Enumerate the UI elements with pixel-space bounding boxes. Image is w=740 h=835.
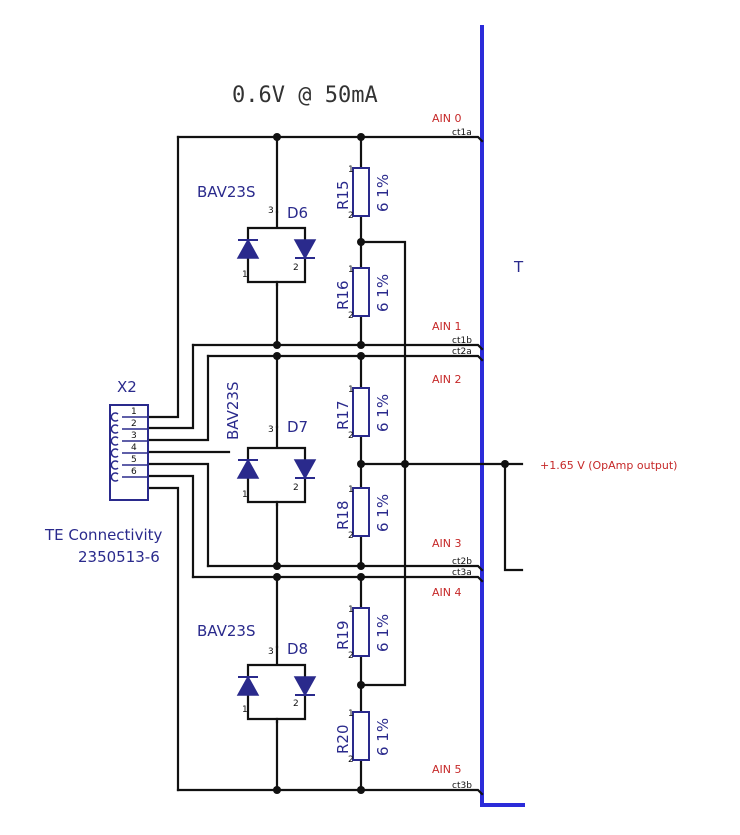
resistor-ref: R16 xyxy=(334,280,352,310)
diode-pin: 2 xyxy=(293,263,299,273)
diode-pin: 1 xyxy=(242,705,248,715)
pin-label: 3 xyxy=(131,431,137,441)
diode-ref: D7 xyxy=(287,418,308,436)
wiring xyxy=(146,135,524,796)
ain-annotation: AIN 0 xyxy=(432,112,462,125)
resistor-pin: 2 xyxy=(348,211,354,221)
resistor-pin: 1 xyxy=(348,385,354,395)
pin-label: 2 xyxy=(131,419,137,429)
resistor-r16 xyxy=(352,267,370,317)
resistor-pin: 2 xyxy=(348,651,354,661)
diode-type: BAV23S xyxy=(197,622,255,640)
diode-type: BAV23S xyxy=(197,183,255,201)
pin-label: 4 xyxy=(131,443,137,453)
connector-ref: X2 xyxy=(117,378,137,396)
net-label: ct2a xyxy=(452,347,472,357)
resistor-pin: 1 xyxy=(348,709,354,719)
pin-label: 5 xyxy=(131,455,137,465)
opamp-annotation: +1.65 V (OpAmp output) xyxy=(540,459,677,472)
ain-annotation: AIN 2 xyxy=(432,373,462,386)
diode-pin: 2 xyxy=(293,483,299,493)
sheet-ref-label: T xyxy=(513,258,524,276)
resistor-r19 xyxy=(352,607,370,657)
pin-label: 1 xyxy=(131,407,137,417)
resistor-value: 6 1% xyxy=(374,614,392,652)
resistor-r20 xyxy=(352,711,370,761)
net-label: ct2b xyxy=(452,557,472,567)
resistor-pin: 2 xyxy=(348,311,354,321)
resistor-value: 6 1% xyxy=(374,718,392,756)
diode-pin: 3 xyxy=(268,647,274,657)
diode-ref: D6 xyxy=(287,204,308,222)
resistor-value: 6 1% xyxy=(374,174,392,212)
resistor-ref: R15 xyxy=(334,180,352,210)
resistor-pin: 1 xyxy=(348,265,354,275)
resistor-ref: R17 xyxy=(334,400,352,430)
resistor-pin: 2 xyxy=(348,431,354,441)
resistor-pin: 1 xyxy=(348,165,354,175)
pin-label: 6 xyxy=(131,467,137,477)
ain-annotation: AIN 3 xyxy=(432,537,462,550)
diode-d7 xyxy=(236,425,317,507)
diode-ref: D8 xyxy=(287,640,308,658)
resistor-pin: 2 xyxy=(348,755,354,765)
diode-d8 xyxy=(236,645,317,724)
resistor-ref: R18 xyxy=(334,500,352,530)
diode-pin: 1 xyxy=(242,270,248,280)
resistor-r17 xyxy=(352,387,370,437)
resistor-pin: 1 xyxy=(348,485,354,495)
ain-annotation: AIN 5 xyxy=(432,763,462,776)
rating-label: 0.6V @ 50mA xyxy=(232,83,378,108)
diode-d6 xyxy=(236,210,317,287)
resistor-r15 xyxy=(352,167,370,217)
connector-part: 2350513-6 xyxy=(78,548,160,566)
ain-annotation: AIN 4 xyxy=(432,586,462,599)
connector-x2: 1 2 3 4 5 6 xyxy=(109,404,149,501)
net-label: ct3b xyxy=(452,781,472,791)
connector-maker: TE Connectivity xyxy=(44,526,163,544)
resistor-pin: 1 xyxy=(348,605,354,615)
diode-type: BAV23S xyxy=(224,382,242,440)
diode-pin: 1 xyxy=(242,490,248,500)
net-label: ct1a xyxy=(452,128,472,138)
ain-annotation: AIN 1 xyxy=(432,320,462,333)
resistor-value: 6 1% xyxy=(374,394,392,432)
resistor-ref: R19 xyxy=(334,620,352,650)
net-label: ct1b xyxy=(452,336,472,346)
resistor-ref: R20 xyxy=(334,724,352,754)
net-label: ct3a xyxy=(452,568,472,578)
resistor-r18 xyxy=(352,487,370,537)
diode-pin: 3 xyxy=(268,206,274,216)
sheet-bus xyxy=(480,25,525,807)
junction-dots xyxy=(273,133,509,794)
resistor-value: 6 1% xyxy=(374,274,392,312)
diode-pin: 3 xyxy=(268,425,274,435)
resistor-pin: 2 xyxy=(348,531,354,541)
resistor-value: 6 1% xyxy=(374,494,392,532)
diode-pin: 2 xyxy=(293,699,299,709)
